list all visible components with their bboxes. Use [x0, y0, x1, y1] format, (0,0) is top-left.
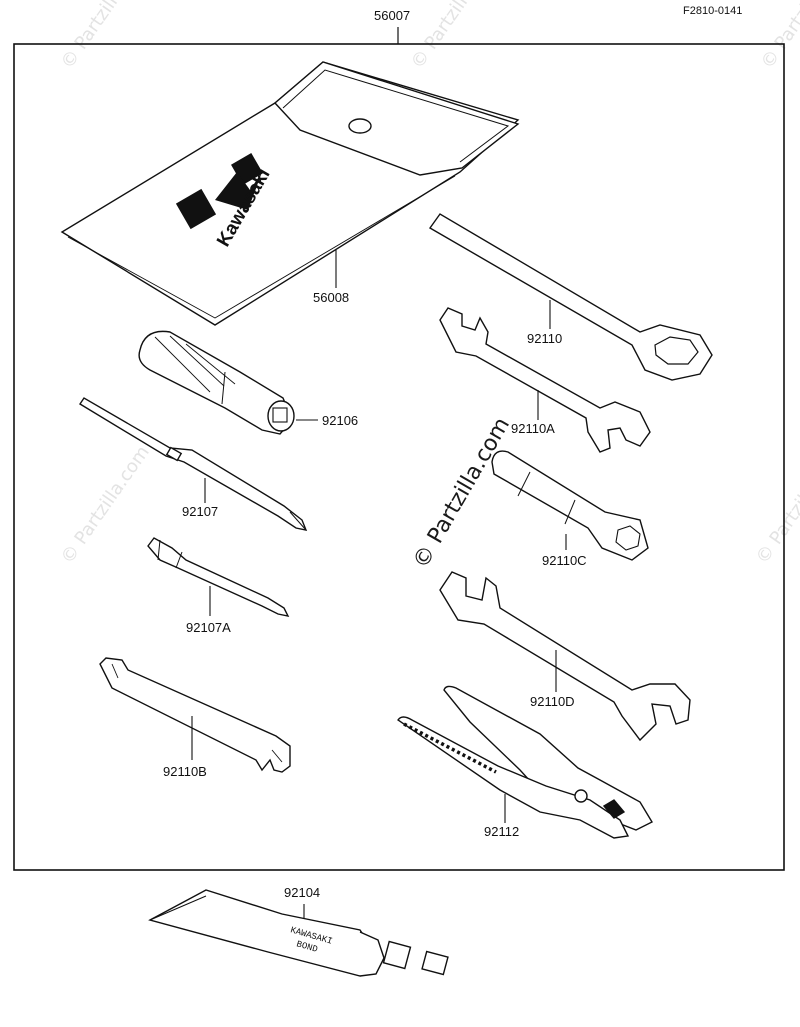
open-end-wrench-large-drawing — [439, 571, 691, 742]
label-92110B: 92110B — [163, 764, 207, 779]
pliers-drawing — [397, 685, 653, 839]
bond-tube-drawing — [148, 889, 449, 977]
label-92110C: 92110C — [542, 553, 587, 568]
figure-code: F2810-0141 — [683, 5, 742, 17]
watermark-top-right: © Partzilla.com — [757, 0, 800, 73]
spoke-wrench-drawing — [99, 657, 291, 773]
label-92110A: 92110A — [511, 421, 555, 436]
watermark-top-left: © Partzilla.com — [57, 0, 154, 73]
watermark-mid-right: © Partzilla.com — [752, 442, 800, 568]
label-92112: 92112 — [484, 824, 519, 839]
watermark-top-center: © Partzilla.com — [407, 0, 504, 73]
label-92107A: 92107A — [186, 620, 231, 635]
label-92110D: 92110D — [530, 694, 575, 709]
open-end-wrench-small-drawing — [439, 307, 651, 453]
box-wrench-drawing — [428, 213, 713, 381]
label-92107: 92107 — [182, 504, 218, 519]
kit-frame — [13, 43, 785, 871]
spark-plug-wrench-drawing — [491, 450, 649, 561]
watermark-main: © Partzilla.com — [409, 413, 516, 573]
screwdriver-handle-drawing — [138, 330, 295, 435]
watermark-mid-left: © Partzilla.com — [57, 442, 154, 568]
tool-pouch-drawing — [60, 61, 520, 326]
screwdriver-shaft-drawing — [79, 397, 308, 531]
kit-part-number: 56007 — [374, 8, 410, 23]
label-92104: 92104 — [284, 885, 320, 900]
label-56008: 56008 — [313, 290, 349, 305]
label-92106: 92106 — [322, 413, 358, 428]
label-92110: 92110 — [527, 331, 562, 346]
screwdriver-bit-drawing — [147, 537, 290, 617]
